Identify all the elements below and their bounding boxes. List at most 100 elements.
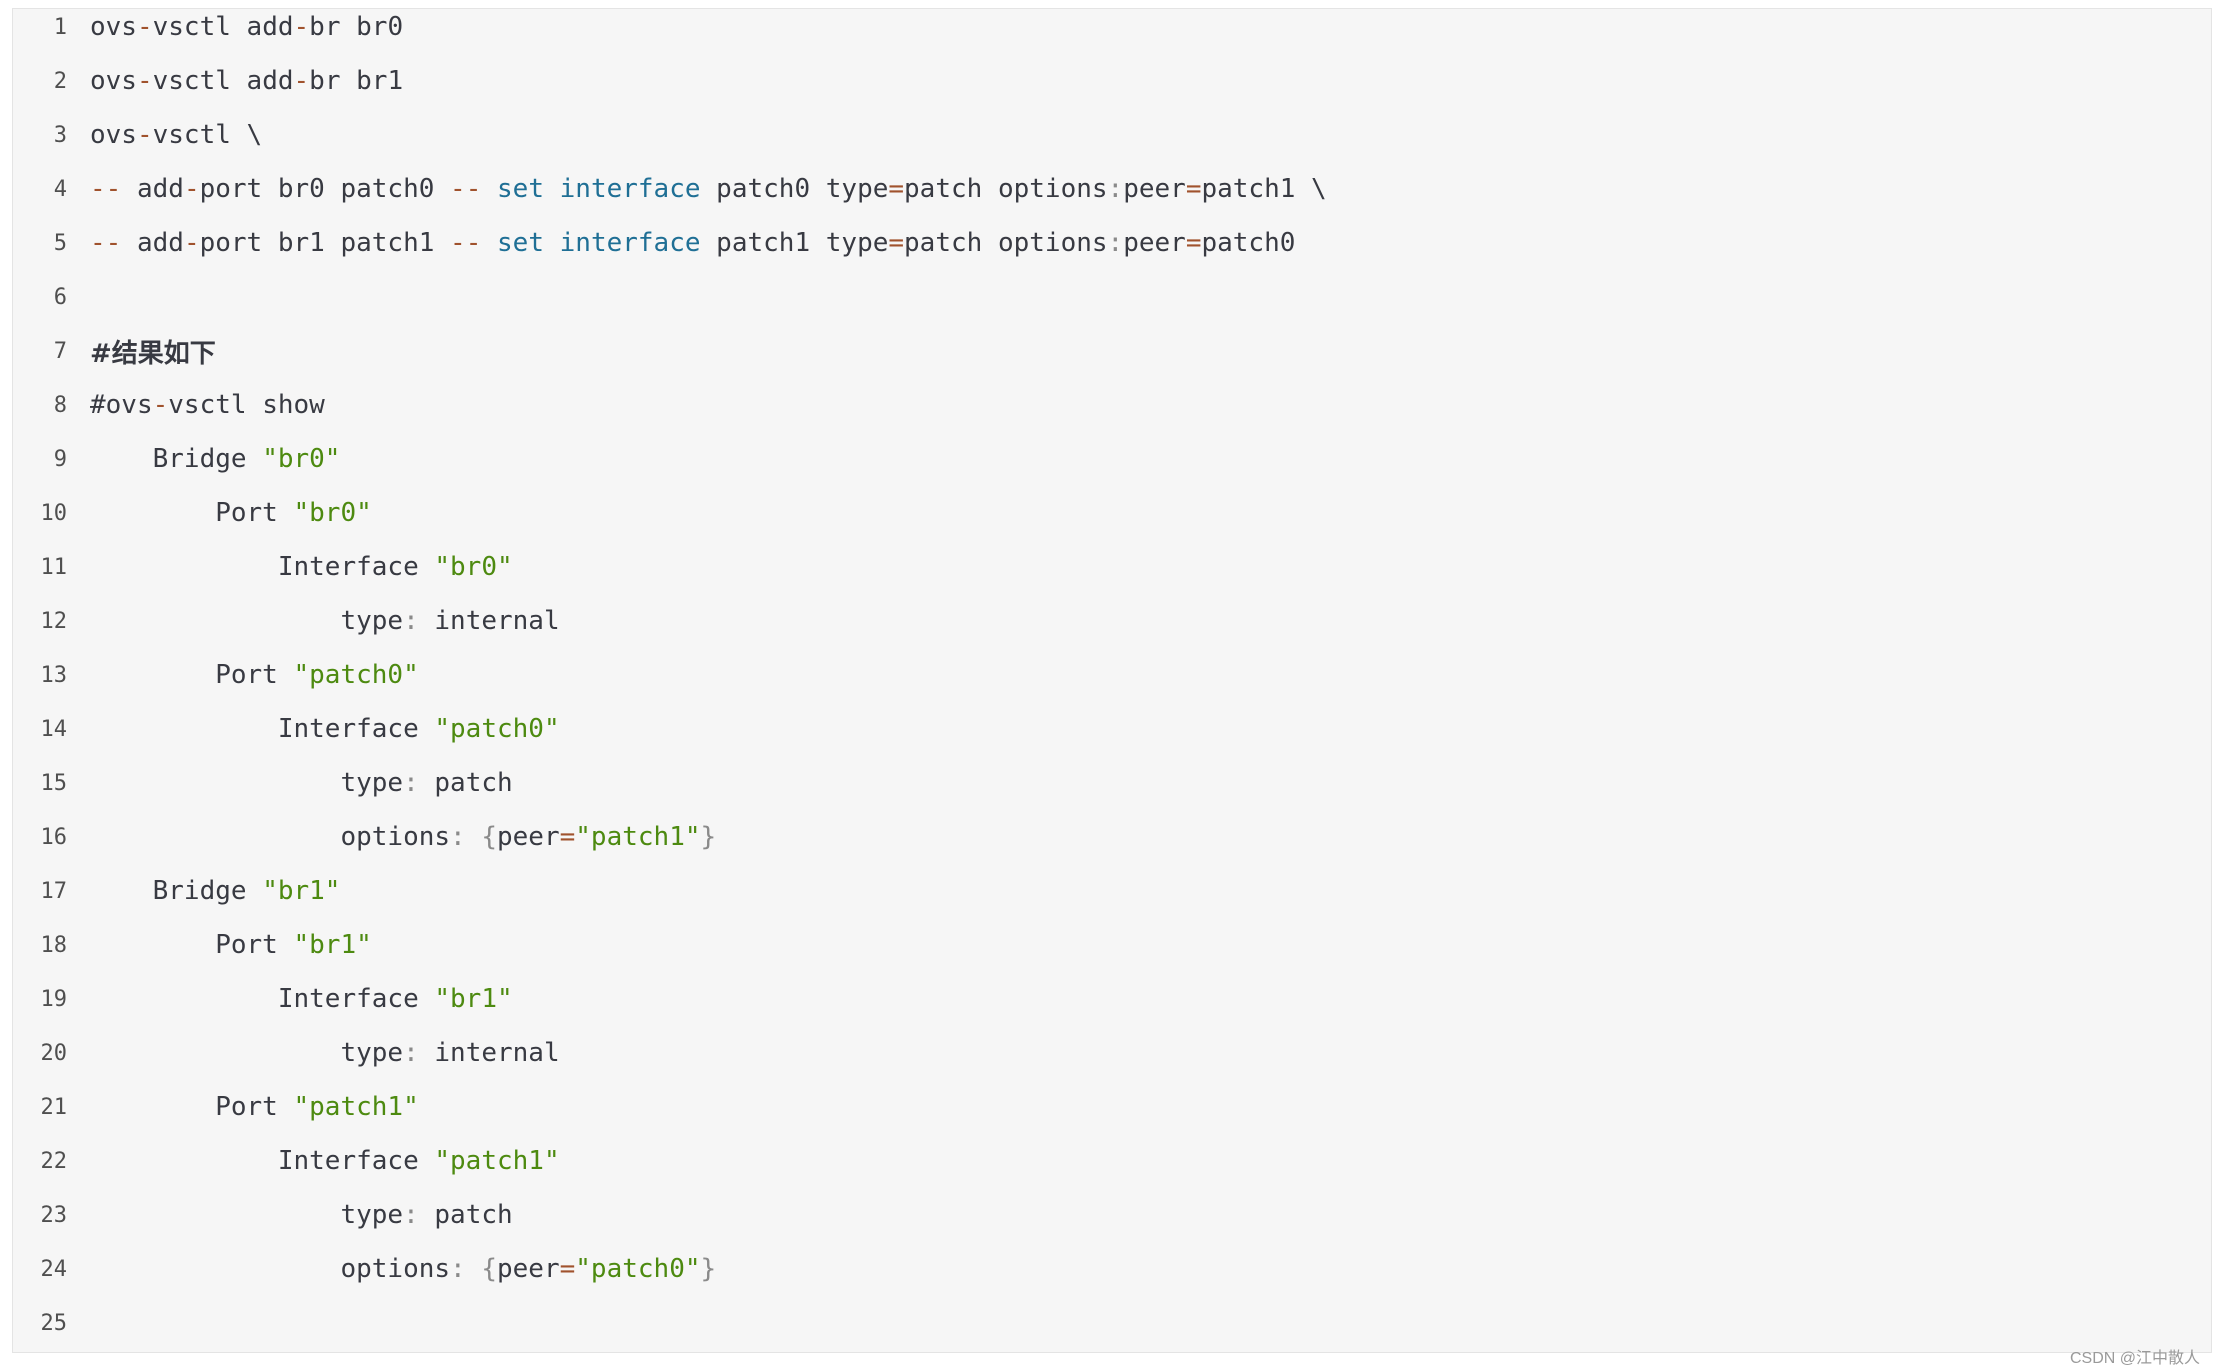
code-token: :	[403, 1200, 419, 1230]
code-line: 6	[13, 270, 90, 324]
code-text: Port "br1"	[90, 930, 372, 960]
code-token: br br0	[309, 12, 404, 42]
code-line: 25	[13, 1296, 90, 1350]
code-line: 3 ovs-vsctl \	[13, 108, 262, 162]
code-token: peer	[1123, 228, 1186, 258]
code-token: Interface	[90, 1146, 435, 1176]
code-token: patch options	[904, 228, 1108, 258]
code-text: Interface "br0"	[90, 552, 513, 582]
code-token: "br1"	[293, 930, 372, 960]
code-text: Port "br0"	[90, 498, 372, 528]
line-number: 6	[53, 284, 67, 310]
line-number: 10	[40, 500, 68, 526]
code-token: options	[90, 822, 451, 852]
code-token: :	[403, 606, 419, 636]
code-token: =	[888, 174, 905, 204]
code-token: patch0	[1201, 228, 1296, 258]
code-token: ovs	[90, 12, 137, 42]
line-number: 16	[40, 824, 68, 850]
code-token: "patch1"	[434, 1146, 560, 1176]
code-token: peer	[497, 1254, 560, 1284]
code-token: =	[888, 228, 905, 258]
line-number: 24	[40, 1256, 68, 1282]
code-token: options	[90, 1254, 451, 1284]
line-number: 1	[53, 14, 67, 40]
code-token: -	[183, 228, 200, 258]
code-token: vsctl show	[168, 390, 325, 420]
code-token: "br0"	[434, 552, 513, 582]
line-number: 8	[53, 392, 67, 418]
code-token: Port	[90, 1092, 294, 1122]
code-token: -	[136, 66, 153, 96]
line-number: 5	[53, 230, 67, 256]
code-token: set	[497, 228, 544, 258]
code-token: type	[90, 1200, 404, 1230]
code-text: ovs-vsctl \	[90, 120, 262, 150]
code-line: 12 type: internal	[13, 594, 560, 648]
code-token: :	[1107, 228, 1124, 258]
code-line: 17 Bridge "br1"	[13, 864, 341, 918]
code-token: patch	[418, 1200, 513, 1230]
line-number: 17	[40, 878, 68, 904]
code-token: -	[136, 120, 153, 150]
watermark: CSDN @江中散人	[2069, 1350, 2200, 1367]
code-token: internal	[418, 1038, 560, 1068]
code-token: :	[1107, 174, 1124, 204]
code-token	[481, 228, 497, 258]
code-token: "patch0"	[434, 714, 560, 744]
code-text: options: {peer="patch0"}	[90, 1254, 716, 1284]
code-token: br br1	[309, 66, 404, 96]
code-text: Bridge "br0"	[90, 444, 341, 474]
code-line: 19 Interface "br1"	[13, 972, 513, 1026]
code-token: vsctl add	[152, 12, 294, 42]
code-line: 8 #ovs-vsctl show	[13, 378, 325, 432]
code-text: Interface "patch1"	[90, 1146, 560, 1176]
code-text: #ovs-vsctl show	[90, 390, 325, 420]
code-token: "br0"	[262, 444, 341, 474]
code-text: Interface "br1"	[90, 984, 513, 1014]
code-text: -- add-port br1 patch1 -- set interface …	[90, 228, 1295, 258]
code-token	[466, 1254, 482, 1284]
code-token: port br0 patch0	[199, 174, 451, 204]
code-token: =	[559, 822, 576, 852]
line-number: 12	[40, 608, 68, 634]
code-line: 14 Interface "patch0"	[13, 702, 560, 756]
line-number: 2	[53, 68, 67, 94]
code-token: patch options	[904, 174, 1108, 204]
line-number: 3	[53, 122, 67, 148]
code-line: 13 Port "patch0"	[13, 648, 419, 702]
code-token: :	[403, 1038, 419, 1068]
code-token: patch1 \	[1201, 174, 1327, 204]
code-line: 24 options: {peer="patch0"}	[13, 1242, 717, 1296]
code-line: 10 Port "br0"	[13, 486, 372, 540]
code-line: 23 type: patch	[13, 1188, 513, 1242]
code-text: type: patch	[90, 768, 512, 798]
code-token: add	[121, 174, 184, 204]
code-line: 4-- add-port br0 patch0 -- set interface…	[13, 162, 1327, 216]
code-token: vsctl \	[152, 120, 263, 150]
code-token: "patch1"	[293, 1092, 419, 1122]
code-text: type: internal	[90, 606, 559, 636]
code-token: port br1 patch1	[199, 228, 451, 258]
code-token: patch0 type	[700, 174, 889, 204]
code-text: Port "patch0"	[90, 660, 419, 690]
code-token	[544, 174, 560, 204]
code-token: :	[450, 822, 466, 852]
code-text: Interface "patch0"	[90, 714, 560, 744]
code-token: Interface	[90, 714, 435, 744]
code-line: 7#结果如下	[13, 324, 216, 378]
code-token: {	[481, 822, 497, 852]
code-token: -	[293, 12, 310, 42]
code-line: 20 type: internal	[13, 1026, 560, 1080]
line-number: 9	[53, 446, 67, 472]
code-text: #结果如下	[90, 333, 216, 370]
line-number: 22	[40, 1148, 68, 1174]
code-token: Port	[90, 930, 294, 960]
code-token: interface	[559, 228, 701, 258]
code-line: 15 type: patch	[13, 756, 513, 810]
code-token: "patch0"	[293, 660, 419, 690]
code-line: 5 -- add-port br1 patch1 -- set interface…	[13, 216, 1296, 270]
code-line: 22 Interface "patch1"	[13, 1134, 560, 1188]
